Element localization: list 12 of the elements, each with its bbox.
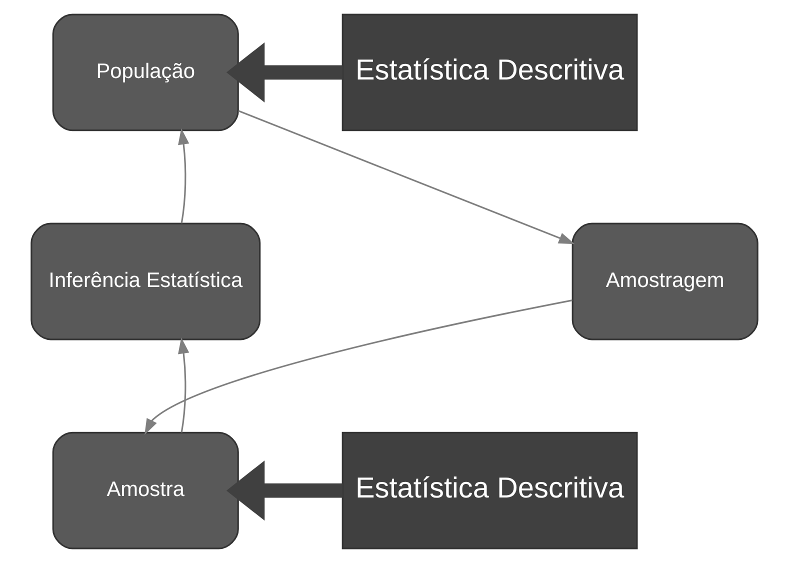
arrow [178,128,190,224]
node-box: Amostragem [572,222,758,340]
node-box: Estatística Descritiva [342,432,638,550]
node-box: Amostra [52,432,239,550]
arrow [226,460,343,521]
arrow [144,300,572,435]
arrow [178,338,190,432]
arrow [238,110,575,244]
node-box: População [52,14,239,132]
arrow [226,42,343,103]
node-box: Estatística Descritiva [342,14,638,132]
node-box: Inferência Estatística [30,222,261,340]
